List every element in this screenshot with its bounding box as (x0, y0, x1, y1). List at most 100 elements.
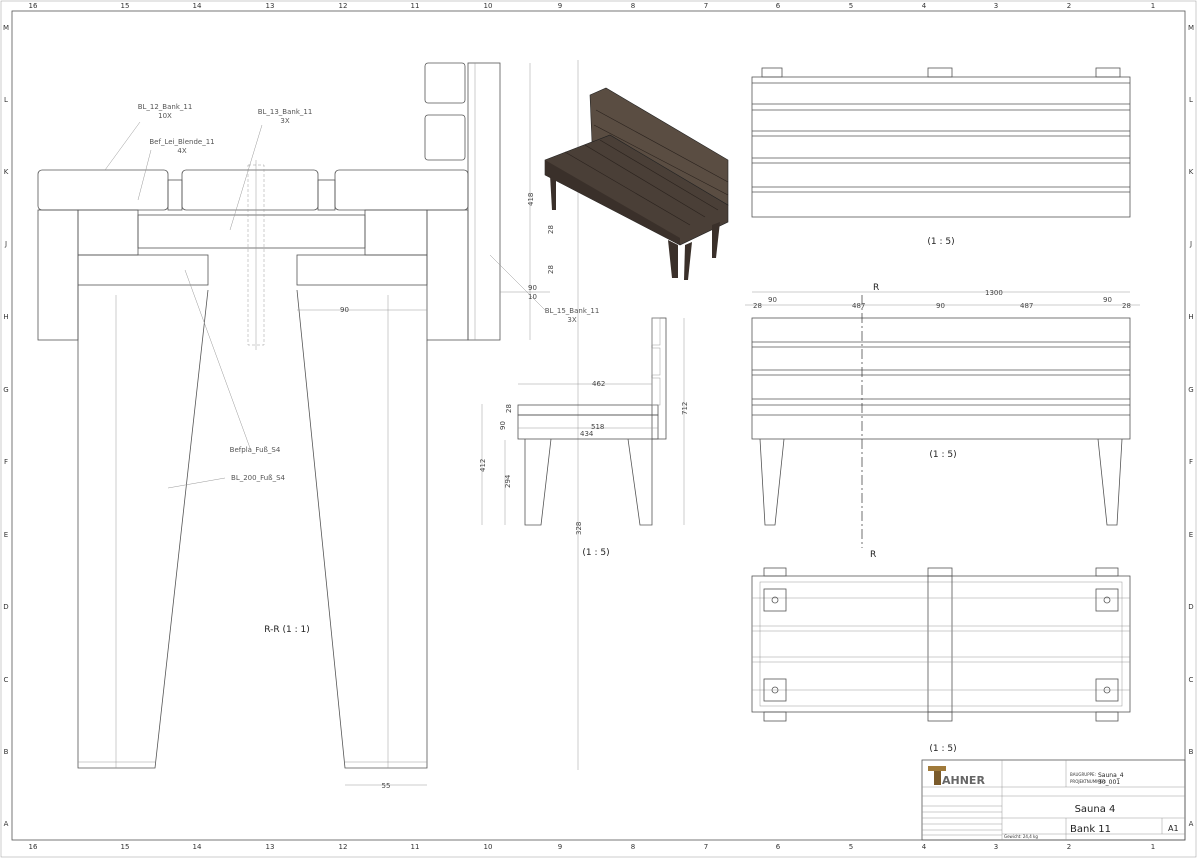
frame-column-label: 13 (266, 843, 275, 851)
project-number-value: 30_001 (1098, 779, 1120, 786)
frame-column-labels: 1616151514141313121211111010998877665544… (29, 2, 1156, 851)
frame-row-label: J (4, 240, 7, 248)
dim-28-left: 28 (753, 302, 762, 310)
top-view-scale: (1 : 5) (929, 744, 956, 754)
frame-column-label: 4 (922, 2, 927, 10)
frame-column-label: 1 (1151, 2, 1155, 10)
dim-518: 518 (591, 423, 604, 431)
section-marker-top: R (873, 283, 879, 293)
frame-row-label: A (1189, 820, 1194, 828)
dim-90: 90 (499, 421, 507, 430)
frame-column-label: 5 (849, 2, 853, 10)
frame-column-label: 11 (411, 843, 420, 851)
frame-row-label: D (3, 603, 8, 611)
frame-column-label: 8 (631, 843, 635, 851)
callout-bl15-qty: 3X (567, 316, 576, 324)
frame-column-label: 2 (1067, 2, 1071, 10)
frame-row-label: F (4, 458, 8, 466)
dim-90-mid: 90 (936, 302, 945, 310)
frame-column-label: 14 (193, 843, 202, 851)
frame-column-label: 3 (994, 843, 998, 851)
sheet-size: A1 (1168, 824, 1179, 833)
frame-row-label: L (4, 96, 8, 104)
frame-row-label: C (4, 676, 9, 684)
frame-row-label: L (1189, 96, 1193, 104)
callout-bl12-qty: 10X (158, 112, 172, 120)
frame-row-label: K (4, 168, 9, 176)
frame-row-label: J (1189, 240, 1192, 248)
frame-column-label: 12 (339, 2, 348, 10)
frame-row-label: B (1189, 748, 1194, 756)
project-label: BAUGRUPPE: (1070, 772, 1096, 777)
title-block: AHNER BAUGRUPPE: Sauna_4 PROJEKTNUMMER: … (921, 759, 1186, 841)
company-logo: AHNER (928, 766, 985, 787)
frame-row-label: H (3, 313, 8, 321)
dim-90-left: 90 (768, 296, 777, 304)
drawing-title: Sauna 4 (1075, 804, 1116, 815)
frame-column-label: 16 (29, 2, 38, 10)
frame-column-label: 9 (558, 843, 562, 851)
dim-90b: 90 (528, 284, 537, 292)
callout-bef-lei-blende-qty: 4X (177, 147, 186, 155)
frame-column-label: 15 (121, 843, 130, 851)
frame-column-label: 14 (193, 2, 202, 10)
front-view: R R 1300 28 90 487 90 487 90 28 (1 : 5) (745, 283, 1140, 560)
callout-bl200-fuss: BL_200_Fuß_S4 (231, 474, 285, 482)
dim-90-right: 90 (1103, 296, 1112, 304)
callout-bl12: BL_12_Bank_11 (138, 103, 193, 111)
callout-bl15: BL_15_Bank_11 (545, 307, 600, 315)
callout-bef-lei-blende: Bef_Lei_Blende_11 (149, 138, 214, 146)
frame-row-label: H (1188, 313, 1193, 321)
section-view: 55 90 418 28 28 90 10 328 BL_12_Bank_11 … (37, 60, 600, 790)
svg-text:AHNER: AHNER (942, 774, 985, 787)
drawing-name: Bank 11 (1070, 824, 1111, 835)
dim-412: 412 (479, 459, 487, 472)
callout-bl13-qty: 3X (280, 117, 289, 125)
frame-column-label: 12 (339, 843, 348, 851)
front-view-scale: (1 : 5) (929, 450, 956, 460)
frame-column-label: 11 (411, 2, 420, 10)
project-value: Sauna_4 (1098, 772, 1124, 779)
isometric-view (544, 87, 729, 280)
back-view-scale: (1 : 5) (927, 237, 954, 247)
dim-487-left: 487 (852, 302, 865, 310)
frame-column-label: 5 (849, 843, 853, 851)
frame-column-label: 16 (29, 843, 38, 851)
dim-55: 55 (382, 782, 391, 790)
frame-row-label: B (4, 748, 9, 756)
project-number-label: PROJEKTNUMMER: (1070, 779, 1106, 784)
back-view: (1 : 5) (751, 67, 1131, 247)
dim-10: 10 (528, 293, 537, 301)
callout-bl13: BL_13_Bank_11 (258, 108, 313, 116)
frame-row-label: A (4, 820, 9, 828)
section-marker-bottom: R (870, 550, 876, 560)
frame-column-label: 3 (994, 2, 998, 10)
frame-column-label: 4 (922, 843, 927, 851)
side-view: 462 518 434 28 90 412 294 712 (1 : 5) (479, 317, 689, 558)
dim-90: 90 (340, 306, 349, 314)
frame-row-label: D (1188, 603, 1193, 611)
frame-row-label: E (4, 531, 8, 539)
frame-row-label: G (1188, 386, 1193, 394)
dim-28-right: 28 (1122, 302, 1131, 310)
frame-column-label: 10 (484, 843, 493, 851)
frame-row-label: K (1189, 168, 1194, 176)
dim-418: 418 (527, 193, 535, 206)
frame-column-label: 6 (776, 2, 781, 10)
frame-column-label: 10 (484, 2, 493, 10)
frame-column-label: 13 (266, 2, 275, 10)
frame-column-label: 9 (558, 2, 562, 10)
frame-column-label: 8 (631, 2, 635, 10)
top-view: (1 : 5) (751, 567, 1131, 754)
frame-column-label: 6 (776, 843, 781, 851)
side-view-scale: (1 : 5) (582, 548, 609, 558)
dim-434: 434 (580, 430, 594, 438)
frame-column-label: 7 (704, 2, 708, 10)
frame-column-label: 1 (1151, 843, 1155, 851)
frame-row-label: E (1189, 531, 1193, 539)
frame-row-label: M (3, 24, 9, 32)
dim-28: 28 (505, 404, 513, 413)
frame-row-label: M (1188, 24, 1194, 32)
